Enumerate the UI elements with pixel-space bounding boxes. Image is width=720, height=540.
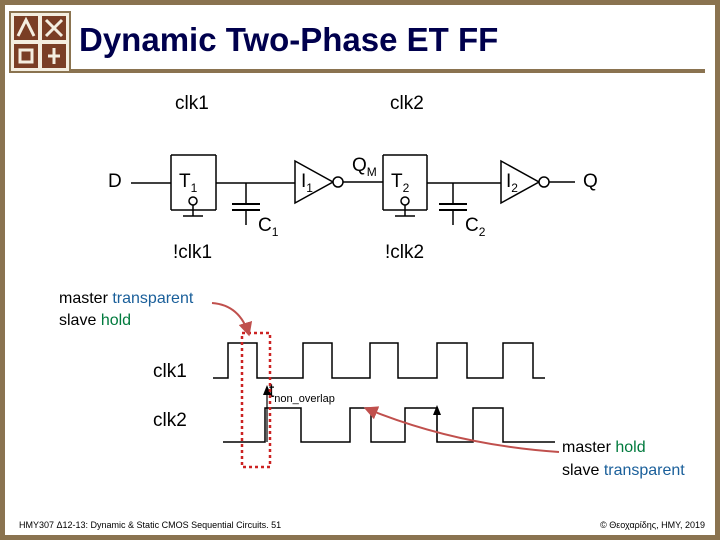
input-d-label: D xyxy=(108,171,122,192)
arrow-to-phase1 xyxy=(211,302,253,337)
t2-label: T2 xyxy=(391,171,410,195)
flipflop-diagram: clk1 clk2 !clk1 !clk2 D Q T1 C1 xyxy=(59,93,685,479)
i1-inverter xyxy=(294,159,383,205)
non-overlap-marker-1 xyxy=(263,385,271,442)
i1-label: I1 xyxy=(301,171,313,195)
non-overlap-marker-2 xyxy=(433,405,441,442)
clk1-waveform xyxy=(213,342,545,379)
slide-title: Dynamic Two-Phase ET FF xyxy=(79,21,499,58)
phase2-slave-note: slave transparent xyxy=(562,462,685,479)
clk2-label: clk2 xyxy=(390,93,424,114)
phase1-slave-note: slave hold xyxy=(59,312,131,329)
footer-copyright: © Θεοχαρίδης, HMY, 2019 xyxy=(600,520,705,530)
clk1-label: clk1 xyxy=(175,93,209,114)
timing-clk2-label: clk2 xyxy=(153,410,187,431)
phase1-master-note: master transparent xyxy=(59,290,194,307)
arrow-to-phase2 xyxy=(363,406,560,453)
t1-transmission-gate xyxy=(131,154,217,217)
clk2-waveform xyxy=(223,407,555,443)
university-logo xyxy=(9,11,71,73)
footer-course-text: HMY307 Δ12-13: Dynamic & Static CMOS Seq… xyxy=(19,520,282,530)
t1-label: T1 xyxy=(179,171,198,195)
phase2-master-note: master hold xyxy=(562,439,646,456)
c1-label: C1 xyxy=(258,215,279,239)
highlight-dashed-box xyxy=(240,331,272,469)
t2-transmission-gate xyxy=(382,154,428,217)
i2-inverter xyxy=(500,159,575,205)
timing-clk1-label: clk1 xyxy=(153,361,187,382)
output-q-label: Q xyxy=(583,171,598,192)
t-non-overlap-label: tnon_overlap xyxy=(269,381,335,405)
title-underline xyxy=(71,69,705,73)
c2-capacitor xyxy=(427,182,501,225)
qm-label: QM xyxy=(352,155,377,179)
not-clk2-label: !clk2 xyxy=(385,242,424,263)
not-clk1-label: !clk1 xyxy=(173,242,212,263)
i2-label: I2 xyxy=(506,171,518,195)
c1-capacitor xyxy=(216,182,295,225)
c2-label: C2 xyxy=(465,215,486,239)
